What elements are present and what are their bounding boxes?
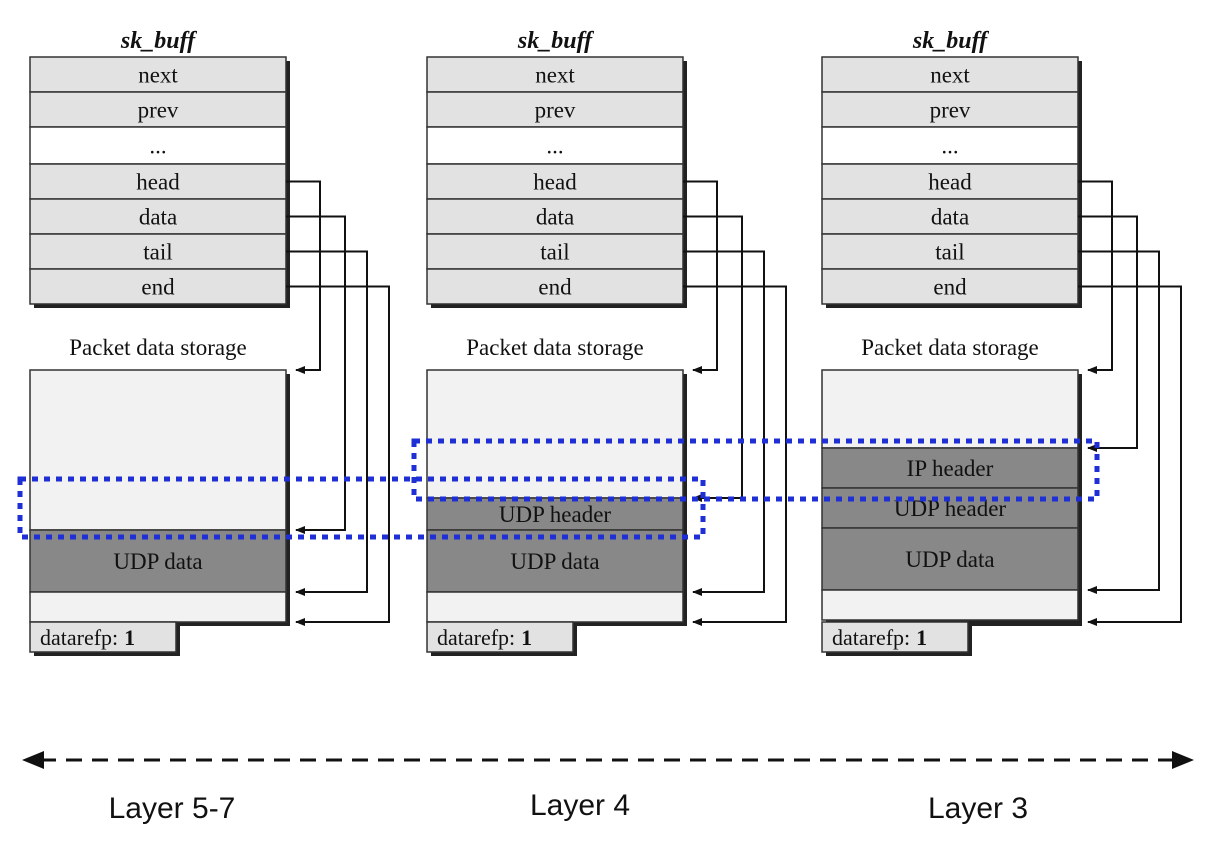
dataref-label: datarefp:: [437, 625, 515, 650]
storage-segment-free: [821, 369, 1079, 449]
dataref-box: [821, 621, 969, 653]
skbuff-field-label: next: [535, 63, 575, 88]
skbuff-field-label: head: [533, 170, 577, 195]
storage-segment-header: [821, 487, 1079, 529]
storage-label: Packet data storage: [69, 335, 247, 360]
skbuff-field-label: data: [139, 205, 177, 230]
dataref-value: 1: [916, 625, 927, 650]
dataref-value: 1: [124, 625, 135, 650]
layer-label-3: Layer 3: [928, 792, 1028, 825]
storage-segment-header: [426, 497, 684, 531]
skbuff-field-tail: [821, 233, 1079, 270]
storage-segment-header: [821, 447, 1079, 489]
skbuff-field-prev: [821, 91, 1079, 128]
pointer-end-arrow: [286, 285, 390, 626]
skbuff-field-label: ...: [149, 134, 166, 159]
storage-segment-free: [29, 591, 287, 623]
skbuff-field-label: ...: [941, 134, 958, 159]
skbuff-field-label: prev: [535, 98, 576, 123]
dataref-label: datarefp:: [40, 625, 118, 650]
dataref-text: datarefp:1: [832, 625, 927, 650]
layer-axis: [22, 751, 1194, 769]
storage-segment-payload: [426, 529, 684, 593]
skbuff-field-label: tail: [935, 240, 964, 265]
storage-segment-payload: [29, 529, 287, 593]
storage-label: Packet data storage: [861, 335, 1039, 360]
layer-label-4: Layer 4: [530, 789, 630, 822]
skbuff-field-head: [426, 163, 684, 200]
skbuff-field-head: [821, 163, 1079, 200]
skbuff-field-end: [426, 268, 684, 305]
skbuff-field-next: [29, 56, 287, 93]
skbuff-field-label: next: [138, 63, 178, 88]
segment-label: IP header: [907, 456, 994, 481]
storage-segment-payload: [821, 527, 1079, 591]
skbuff-field-label: head: [136, 170, 180, 195]
dataref-box: [426, 621, 574, 653]
segment-label: UDP data: [510, 549, 599, 574]
storage-segment-free: [426, 591, 684, 623]
skbuff-field-data: [426, 198, 684, 235]
pointer-data-arrow: [683, 215, 743, 502]
axis-arrow-left-icon: [22, 751, 44, 769]
segment-label: UDP data: [113, 549, 202, 574]
skbuff-field-prev: [29, 91, 287, 128]
dataref-text: datarefp:1: [437, 625, 532, 650]
skbuff-field-label: next: [930, 63, 970, 88]
skbuff-field-label: ...: [546, 134, 563, 159]
skbuff-field-label: tail: [540, 240, 569, 265]
skbuff-field-label: head: [928, 170, 972, 195]
skbuff-field-tail: [426, 233, 684, 270]
pointer-head-arrow: [1078, 180, 1113, 374]
layer-label-5-7: Layer 5-7: [109, 792, 236, 825]
pointer-head-arrow: [683, 180, 718, 374]
header-highlight-box-1: [411, 438, 1100, 502]
skbuff-field-label: prev: [138, 98, 179, 123]
skbuff-field-next: [426, 56, 684, 93]
skbuff-field-label: end: [141, 275, 175, 300]
skbuff-field-head: [29, 163, 287, 200]
skbuff-title: sk_buff: [120, 28, 197, 54]
pointer-tail-arrow: [683, 250, 765, 596]
skbuff-field-end: [821, 268, 1079, 305]
segment-label: UDP header: [499, 502, 612, 527]
pointer-data-arrow: [1078, 215, 1138, 452]
pointer-tail-arrow: [286, 250, 368, 596]
skbuff-field-tail: [29, 233, 287, 270]
skbuff-field-label: tail: [143, 240, 172, 265]
storage-segment-free: [29, 369, 287, 531]
pointer-end-arrow: [683, 285, 787, 626]
storage-label: Packet data storage: [466, 335, 644, 360]
dataref-box: [29, 621, 177, 653]
skbuff-field-label: end: [933, 275, 967, 300]
skbuff-title: sk_buff: [912, 28, 989, 54]
pointer-end-arrow: [1078, 285, 1182, 626]
segment-label: UDP data: [905, 547, 994, 572]
header-highlight-box-0: [17, 476, 706, 540]
pointer-tail-arrow: [1078, 250, 1160, 594]
skbuff-field-label: prev: [930, 98, 971, 123]
skbuff-title: sk_buff: [517, 28, 594, 54]
dataref-text: datarefp:1: [40, 625, 135, 650]
skbuff-field-prev: [426, 91, 684, 128]
skbuff-field-label: data: [931, 205, 969, 230]
dataref-value: 1: [521, 625, 532, 650]
pointer-data-arrow: [286, 215, 346, 534]
skbuff-field-label: data: [536, 205, 574, 230]
skbuff-field-label: end: [538, 275, 572, 300]
skbuff-field-ellipsis: [426, 126, 684, 165]
storage-segment-free: [821, 589, 1079, 621]
pointer-head-arrow: [286, 180, 321, 374]
axis-arrow-right-icon: [1172, 751, 1194, 769]
dataref-label: datarefp:: [832, 625, 910, 650]
